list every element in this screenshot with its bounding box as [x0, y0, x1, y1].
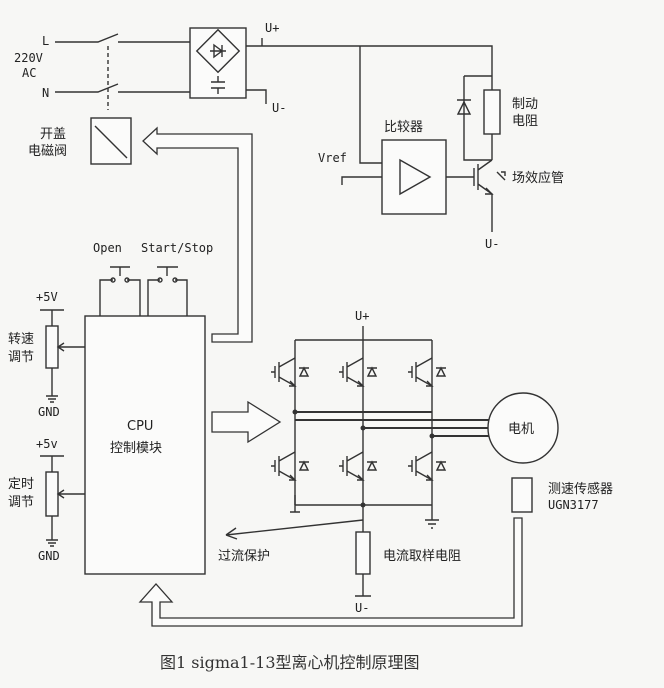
open-button-label: Open: [93, 241, 122, 255]
timer-supply: +5v: [36, 437, 58, 451]
igbt-switch-6: [408, 451, 447, 481]
speed-resistor: [45, 325, 59, 369]
lid-control-arrow: [142, 126, 253, 343]
lid-valve-label-1: 开盖: [40, 127, 66, 142]
timer-label-1: 定时: [8, 477, 34, 492]
mains-input: L 220V AC N: [14, 33, 190, 110]
brake-label-2: 电阻: [512, 114, 538, 129]
comparator: 比较器 Vref: [318, 46, 474, 215]
start-stop-button[interactable]: [147, 266, 188, 316]
solenoid-box: [90, 117, 132, 165]
fet-transistor: 场效应管 U-: [473, 159, 564, 251]
brake-circuit: 制动 电阻: [360, 45, 538, 161]
sensor-label: 测速传感器: [548, 481, 613, 497]
speed-gnd: GND: [38, 405, 60, 419]
brake-label-1: 制动: [512, 97, 538, 112]
inverter-u-plus: U+: [355, 309, 369, 323]
brake-resistor: [483, 89, 501, 135]
igbt-switches: [271, 357, 447, 481]
u-minus-label: U-: [272, 101, 286, 115]
lid-valve-label-2: 电磁阀: [28, 144, 67, 159]
lid-solenoid-valve: 开盖 电磁阀: [28, 117, 132, 165]
igbt-switch-5: [339, 451, 378, 481]
speed-label-2: 调节: [8, 350, 34, 365]
sensor-model: UGN3177: [548, 498, 599, 512]
sensor-box: [511, 477, 533, 513]
start-stop-button-label: Start/Stop: [141, 241, 213, 255]
speed-supply: +5V: [36, 290, 58, 304]
vref-label: Vref: [318, 151, 347, 165]
shunt-resistor: U- 电流取样电阻 过流保护: [218, 505, 461, 615]
timer-label-2: 调节: [8, 495, 34, 510]
fet-label: 场效应管: [512, 170, 564, 186]
shunt-u-minus: U-: [355, 601, 369, 615]
cpu-label-2: 控制模块: [110, 441, 162, 456]
motor-circle: [487, 392, 559, 464]
rectifier-box: [189, 27, 247, 99]
igbt-switch-4: [271, 451, 310, 481]
motor: 电机: [487, 392, 559, 464]
speed-feedback-arrow: [138, 517, 523, 627]
fet-u-minus: U-: [485, 237, 499, 251]
ac-label: AC: [22, 66, 36, 80]
rectifier: [189, 27, 247, 99]
timer-gnd: GND: [38, 549, 60, 563]
speed-label-1: 转速: [8, 332, 34, 347]
line-n-label: N: [42, 86, 49, 100]
inverter-bridge: U+: [290, 309, 490, 529]
igbt-switch-3: [408, 357, 447, 387]
drive-signal-arrow: [211, 400, 282, 444]
cpu-label-1: CPU: [127, 419, 153, 434]
line-l-label: L: [42, 34, 49, 48]
igbt-switch-2: [339, 357, 378, 387]
voltage-label: 220V: [14, 51, 43, 65]
timer-resistor: [45, 471, 59, 517]
cpu-box: [84, 315, 206, 575]
igbt-switch-1: [271, 357, 310, 387]
timer-potentiometer[interactable]: +5v 定时 调节 GND: [8, 437, 85, 563]
comparator-label: 比较器: [384, 120, 423, 135]
motor-label: 电机: [508, 422, 534, 437]
shunt-box: [355, 531, 371, 575]
speed-sensor: 测速传感器 UGN3177: [511, 477, 613, 513]
cpu-module: CPU 控制模块: [84, 315, 206, 575]
open-button[interactable]: [99, 266, 141, 316]
u-plus-label: U+: [265, 21, 279, 35]
comparator-box: [381, 139, 447, 215]
shunt-label: 电流取样电阻: [383, 549, 461, 564]
speed-potentiometer[interactable]: +5V 转速 调节 GND: [8, 290, 85, 419]
overcurrent-label: 过流保护: [218, 549, 270, 564]
buttons: Open Start/Stop: [93, 241, 213, 316]
figure-caption: 图1 sigma1-13型离心机控制原理图: [160, 653, 420, 672]
